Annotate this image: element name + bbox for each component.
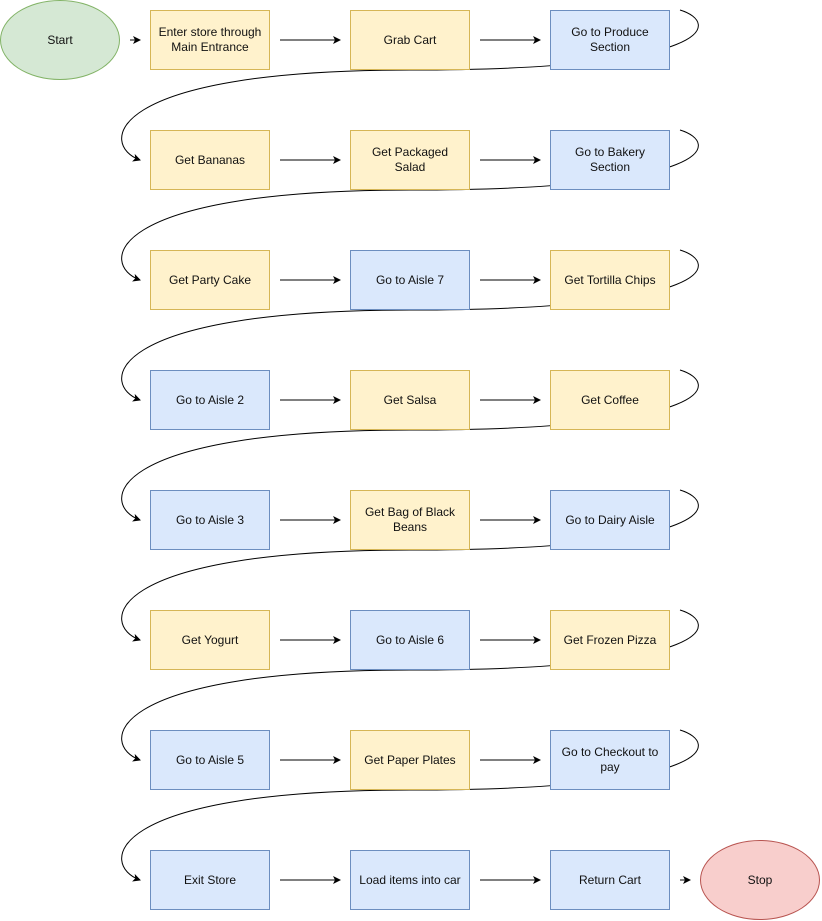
node-stop[interactable]: Stop [700,840,820,920]
edge-wrap-curve [121,729,699,882]
node-go-aisle-6[interactable]: Go to Aisle 6 [350,610,470,670]
node-get-salsa[interactable]: Get Salsa [350,370,470,430]
edge-wrap-curve [121,369,699,522]
node-grab-cart[interactable]: Grab Cart [350,10,470,70]
node-get-salad[interactable]: Get Packaged Salad [350,130,470,190]
edge-wrap-curve [121,609,699,762]
node-get-black-beans[interactable]: Get Bag of Black Beans [350,490,470,550]
node-go-aisle-7[interactable]: Go to Aisle 7 [350,250,470,310]
node-enter-store[interactable]: Enter store through Main Entrance [150,10,270,70]
node-go-aisle-5[interactable]: Go to Aisle 5 [150,730,270,790]
node-return-cart[interactable]: Return Cart [550,850,670,910]
node-load-car[interactable]: Load items into car [350,850,470,910]
node-get-yogurt[interactable]: Get Yogurt [150,610,270,670]
node-get-paper-plates[interactable]: Get Paper Plates [350,730,470,790]
node-get-party-cake[interactable]: Get Party Cake [150,250,270,310]
node-exit-store[interactable]: Exit Store [150,850,270,910]
node-go-aisle-2[interactable]: Go to Aisle 2 [150,370,270,430]
node-start[interactable]: Start [0,0,120,80]
edge-wrap-curve [121,129,699,282]
edge-wrap-curve [121,249,699,402]
node-go-aisle-3[interactable]: Go to Aisle 3 [150,490,270,550]
node-get-coffee[interactable]: Get Coffee [550,370,670,430]
node-get-bananas[interactable]: Get Bananas [150,130,270,190]
node-go-dairy[interactable]: Go to Dairy Aisle [550,490,670,550]
node-go-produce[interactable]: Go to Produce Section [550,10,670,70]
node-get-frozen-pizza[interactable]: Get Frozen Pizza [550,610,670,670]
edge-wrap-curve [121,489,699,642]
node-go-checkout[interactable]: Go to Checkout to pay [550,730,670,790]
edge-wrap-curve [121,9,699,162]
node-go-bakery[interactable]: Go to Bakery Section [550,130,670,190]
node-get-tortilla-chips[interactable]: Get Tortilla Chips [550,250,670,310]
